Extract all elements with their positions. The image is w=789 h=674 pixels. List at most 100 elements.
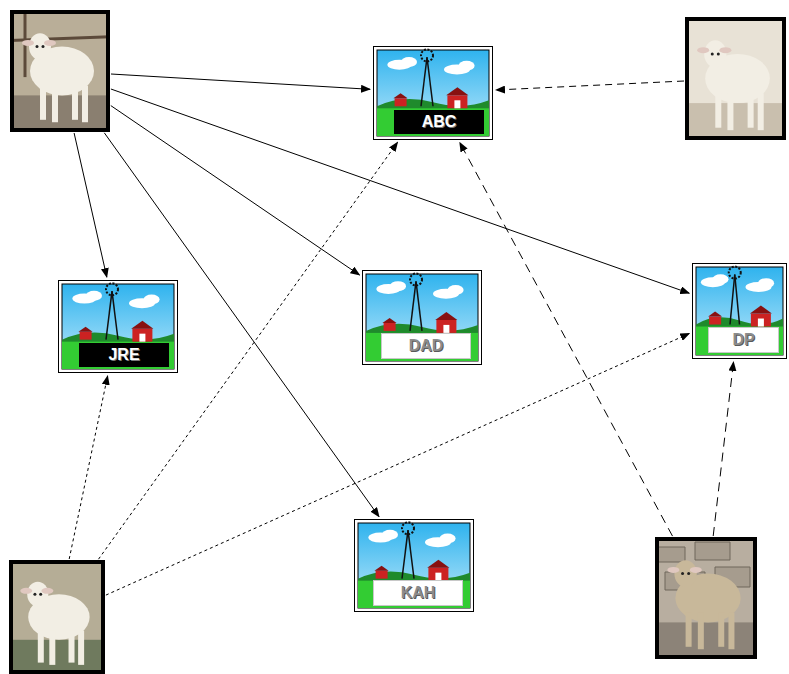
illustration-part — [681, 572, 684, 575]
farm-node: DAD — [362, 270, 482, 365]
illustration-part — [690, 567, 702, 573]
illustration-part — [427, 560, 449, 568]
sheep-node — [9, 560, 105, 674]
illustration-part — [758, 93, 764, 130]
illustration-part — [12, 12, 108, 130]
illustration-part — [693, 264, 787, 359]
illustration-part — [52, 86, 58, 123]
illustration-part — [655, 537, 757, 659]
illustration-part — [132, 329, 152, 342]
illustration-part — [758, 319, 764, 327]
illustration-part — [78, 631, 84, 665]
illustration-part — [410, 281, 416, 331]
illustration-part — [436, 320, 456, 333]
illustration-part — [44, 40, 56, 46]
illustration-part — [112, 291, 118, 340]
illustration-part — [80, 332, 92, 340]
illustration-part — [42, 45, 45, 48]
illustration-part — [719, 47, 731, 53]
dashed-arrow — [69, 376, 107, 559]
illustration-part — [685, 17, 786, 140]
illustration-part — [657, 539, 755, 657]
illustration-part — [447, 95, 467, 108]
illustration-part — [730, 275, 735, 325]
illustration-part — [377, 50, 489, 136]
illustration-part — [27, 582, 48, 607]
illustration-part — [443, 325, 449, 333]
sheep-node — [655, 537, 757, 659]
illustration-part — [366, 274, 478, 361]
solid-arrow — [111, 74, 370, 89]
illustration-part — [363, 271, 482, 365]
illustration-part — [106, 291, 112, 340]
illustration-part — [358, 581, 470, 608]
illustration-part — [729, 267, 741, 279]
sheep-photo — [685, 17, 786, 140]
illustration-part — [735, 275, 740, 325]
illustration-part — [69, 631, 75, 663]
illustration-part — [49, 631, 55, 665]
illustration-part — [358, 523, 470, 608]
illustration-part — [435, 312, 457, 320]
illustration-part — [448, 285, 464, 295]
illustration-part — [410, 274, 422, 286]
illustration-part — [713, 274, 729, 284]
illustration-part — [446, 87, 468, 95]
illustration-part — [36, 45, 39, 48]
illustration-part — [144, 295, 160, 305]
illustration-part — [86, 291, 102, 301]
illustration-part — [421, 49, 433, 61]
solid-arrow — [111, 106, 360, 275]
farm-label: KAH — [373, 580, 463, 606]
illustration-part — [667, 567, 679, 573]
illustration-part — [33, 593, 36, 596]
illustration-part — [384, 323, 396, 331]
illustration-part — [687, 572, 690, 575]
farm-label: DP — [708, 327, 779, 353]
illustration-part — [687, 19, 784, 138]
illustration-part — [11, 562, 103, 672]
illustration-part — [10, 95, 110, 132]
sheep-node — [10, 10, 110, 132]
illustration-part — [374, 47, 493, 140]
illustration-part — [9, 560, 105, 674]
illustration-part — [709, 317, 721, 325]
illustration-part — [82, 86, 88, 123]
farm-node: JRE — [58, 280, 178, 373]
illustration-part — [40, 86, 46, 120]
illustration-part — [382, 318, 396, 323]
illustration-part — [38, 631, 44, 663]
dashed-arrow — [460, 143, 673, 536]
illustration-part — [717, 52, 720, 55]
dashed-arrow — [713, 362, 733, 536]
illustration-part — [376, 571, 388, 579]
illustration-part — [9, 640, 105, 674]
farm-label: DAD — [381, 333, 471, 359]
illustration-part — [416, 281, 422, 331]
illustration-part — [131, 321, 153, 329]
farm-node: DP — [692, 263, 787, 359]
solid-arrow — [104, 133, 379, 517]
sheep-photo — [9, 560, 105, 674]
sheep-node — [685, 17, 786, 140]
illustration-part — [751, 314, 771, 327]
illustration-part — [22, 40, 34, 46]
illustration-part — [459, 61, 475, 71]
solid-arrow — [74, 133, 107, 277]
illustration-part — [62, 284, 174, 369]
illustration-part — [454, 100, 460, 108]
illustration-part — [72, 86, 78, 120]
illustration-part — [402, 522, 414, 534]
illustration-part — [62, 342, 174, 369]
illustration-part — [355, 520, 474, 612]
illustration-part — [106, 283, 118, 295]
illustration-part — [728, 613, 734, 650]
farm-label: ABC — [394, 110, 484, 134]
sheep-photo — [655, 537, 757, 659]
illustration-part — [421, 57, 427, 106]
illustration-part — [748, 93, 754, 127]
illustration-part — [10, 10, 110, 132]
illustration-part — [698, 613, 704, 650]
illustration-part — [393, 93, 407, 98]
illustration-part — [696, 267, 783, 355]
